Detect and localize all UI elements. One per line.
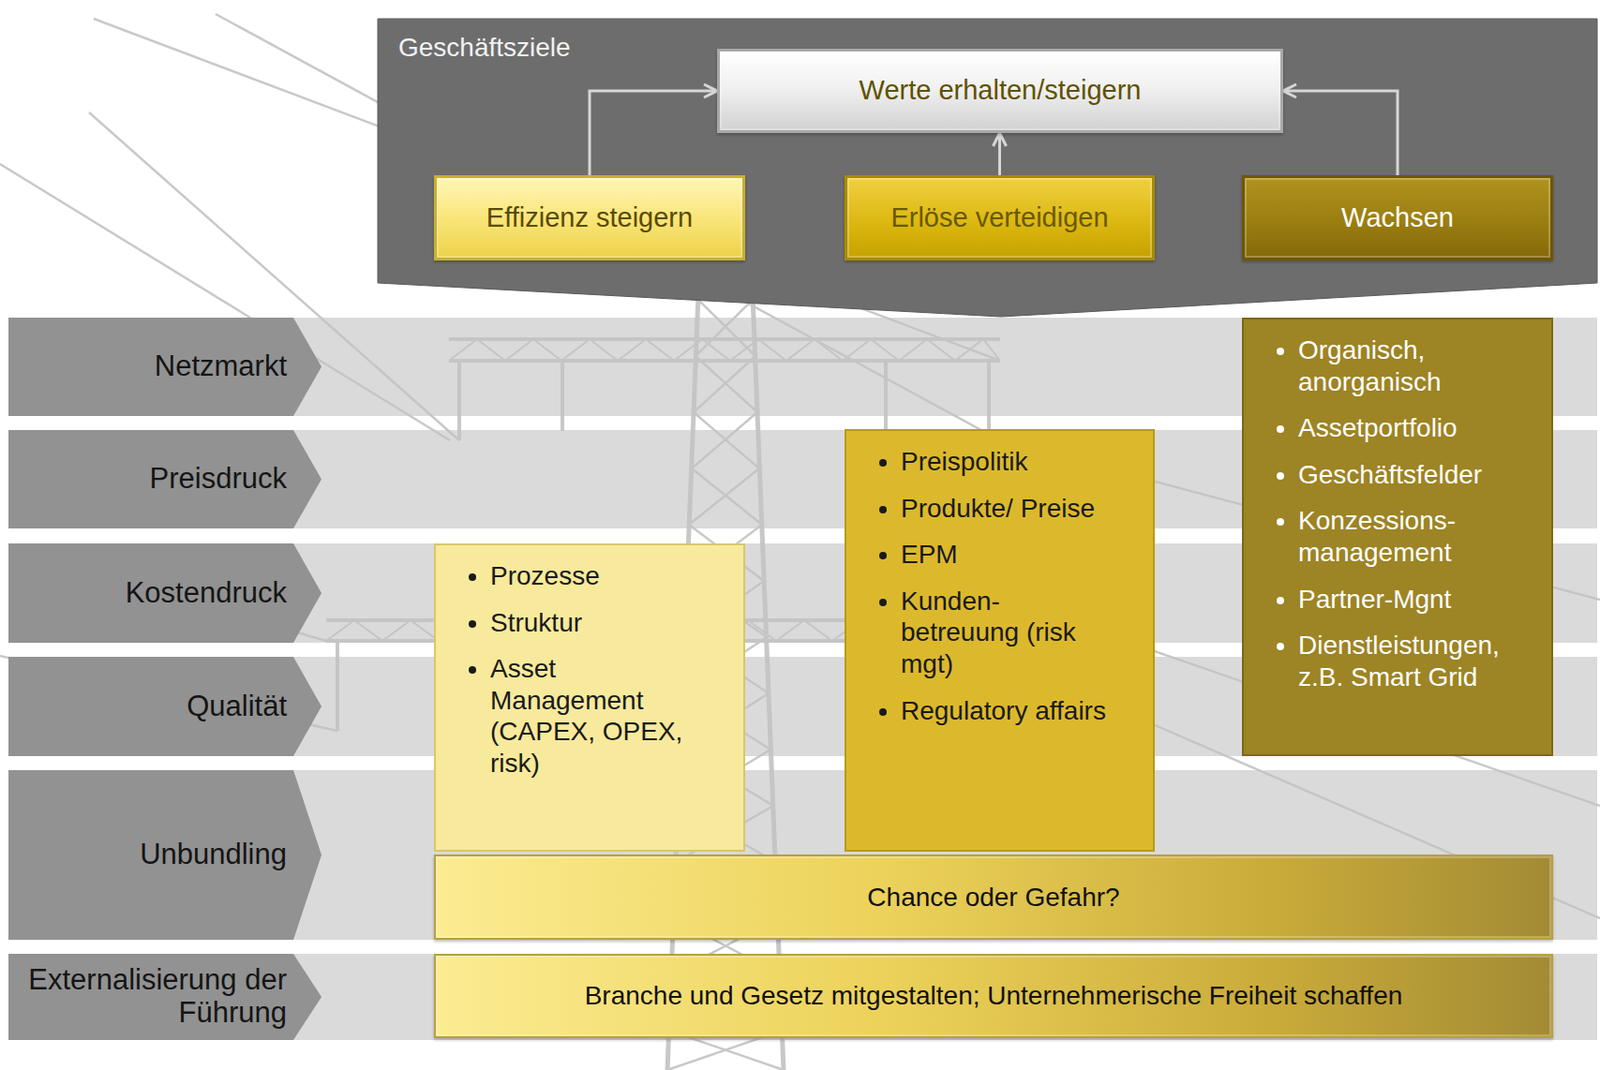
band-chevron — [8, 770, 322, 941]
connector-arrow — [998, 133, 1002, 176]
list-item: Produkte/ Preise — [900, 493, 1122, 525]
band-chevron — [8, 657, 322, 757]
goal-box: Werte erhalten/steigern — [717, 48, 1284, 134]
list-item: Struktur — [490, 607, 712, 640]
band-ground — [8, 657, 1598, 757]
band-label: Unbundling — [8, 838, 287, 872]
goal-box: Wachsen — [1241, 175, 1554, 261]
band-label: Qualität — [8, 690, 287, 724]
list-item: Partner-Mgnt — [1298, 583, 1520, 616]
list-item: Organisch, anorganisch — [1298, 334, 1520, 398]
band-ground — [8, 954, 1598, 1041]
measure-list: PreispolitikProdukte/ PreiseEPM Kunden- b… — [844, 429, 1155, 853]
question-bar: Chance oder Gefahr? — [433, 854, 1554, 941]
box-label: Werte erhalten/steigern — [859, 74, 1142, 106]
band-label: Preisdruck — [8, 463, 287, 496]
list-item: Asset Management (CAPEX, OPEX, risk) — [490, 653, 712, 779]
list-item: Kunden- betreuung (risk mgt) — [900, 585, 1122, 681]
box-label: Chance oder Gefahr? — [867, 882, 1120, 914]
goal-box: Effizienz steigern — [433, 175, 746, 261]
band-chevron — [8, 543, 322, 643]
connector-arrow — [1283, 90, 1398, 176]
band-chevron — [8, 954, 322, 1041]
list-item: Preispolitik — [900, 446, 1122, 479]
band-chevron — [8, 430, 322, 529]
bullet-list: ProzesseStrukturAsset Management (CAPEX,… — [435, 545, 744, 807]
goals-panel: GeschäftszieleWerte erhalten/steigernEff… — [377, 18, 1598, 317]
list-item: Konzessions- management — [1298, 505, 1520, 569]
list-item: Assetportfolio — [1298, 412, 1520, 445]
list-item: Dienstleistungen, z.B. Smart Grid — [1298, 629, 1520, 693]
bullet-list: Organisch, anorganischAssetportfolioGesc… — [1243, 319, 1552, 719]
bullet-list: PreispolitikProdukte/ PreiseEPM Kunden- b… — [846, 431, 1153, 753]
panel-outline — [377, 18, 1598, 317]
measure-list: ProzesseStrukturAsset Management (CAPEX,… — [433, 543, 746, 853]
band-label: Kostendruck — [8, 577, 287, 611]
list-item: Prozesse — [490, 560, 712, 593]
box-label: Branche und Gesetz mitgestalten; Unterne… — [584, 980, 1404, 1013]
goal-box: Erlöse verteidigen — [844, 175, 1155, 261]
measure-list: Organisch, anorganischAssetportfolioGesc… — [1241, 317, 1554, 757]
band-chevron — [8, 317, 322, 417]
goal-bar: Branche und Gesetz mitgestalten; Unterne… — [433, 954, 1554, 1039]
box-label: Wachsen — [1341, 202, 1454, 234]
band-ground — [8, 770, 1598, 941]
box-label: Erlöse verteidigen — [890, 202, 1108, 234]
band-ground — [8, 543, 1598, 643]
band-label: Externalisierung der Führung — [8, 964, 287, 1030]
list-item: Geschäftsfelder — [1298, 459, 1520, 492]
list-item: Regulatory affairs — [900, 695, 1122, 728]
band-label: Netzmarkt — [8, 350, 287, 384]
list-item: EPM — [900, 538, 1122, 571]
pylon-drawing — [0, 14, 1600, 1070]
connector-arrow — [589, 90, 718, 176]
box-label: Effizienz steigern — [486, 202, 693, 234]
band-ground — [8, 430, 1598, 529]
